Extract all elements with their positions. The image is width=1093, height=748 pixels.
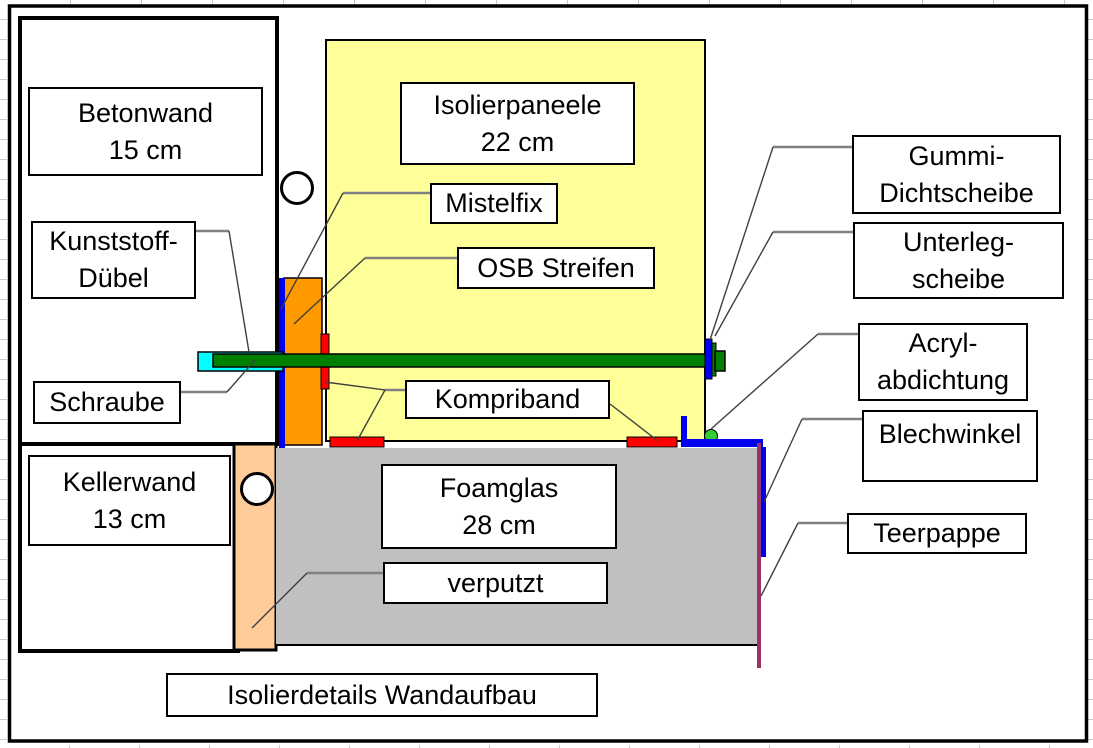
label-kellerwand-line1: Kellerwand: [62, 466, 197, 497]
leader-schraube: [180, 359, 256, 394]
sheet-angle-upleg-shape: [681, 416, 687, 442]
label-osb-streifen: OSB Streifen: [457, 247, 655, 289]
label-isolierpaneele-line2: 22 cm: [480, 126, 555, 157]
label-gummi-line1: Gummi-: [908, 140, 1005, 171]
marker-circle-bottom: [240, 472, 274, 506]
tar-paper-shape: [757, 443, 761, 668]
leader-blechwinkel: [763, 417, 862, 503]
leader-kompriband: [324, 381, 659, 442]
label-mistelfix-line1: Mistelfix: [445, 188, 543, 218]
label-schraube-line1: Schraube: [49, 387, 165, 417]
label-kompriband-line1: Kompriband: [434, 384, 581, 414]
marker-circle-top: [280, 171, 314, 205]
label-mistelfix: Mistelfix: [430, 183, 558, 224]
label-kunststoff-line1: Kunststoff-: [49, 226, 178, 256]
label-betonwand-line1: Betonwand: [77, 97, 214, 128]
leader-acryl-abdichtung: [710, 332, 858, 430]
kompriband-strip-right: [626, 436, 678, 448]
label-unterleg-line2: scheibe: [911, 263, 1006, 294]
diagram-title: Isolierdetails Wandaufbau: [166, 673, 598, 717]
kompriband-strip-left: [329, 436, 385, 448]
leader-kunststoff-duebel: [196, 229, 250, 353]
label-foamglas-line2: 28 cm: [462, 509, 536, 540]
label-kompriband: Kompriband: [405, 380, 610, 419]
label-acryl-abdichtung: Acryl- abdichtung: [858, 323, 1028, 401]
label-betonwand-line2: 15 cm: [108, 134, 183, 165]
label-gummi-dichtscheibe: Gummi- Dichtscheibe: [852, 135, 1061, 214]
rubber-sealing-washer-shape: [704, 338, 713, 380]
screw-head-shape: [714, 350, 726, 372]
label-verputzt-line1: verputzt: [447, 567, 544, 598]
leader-verputzt: [251, 571, 383, 629]
label-foamglas: Foamglas 28 cm: [381, 464, 617, 549]
label-isolierpaneele-line1: Isolierpaneele: [433, 89, 602, 120]
screw-shaft-shape: [212, 353, 715, 368]
label-betonwand: Betonwand 15 cm: [28, 87, 263, 176]
label-kellerwand-line2: 13 cm: [92, 503, 167, 534]
leader-unterlegscheibe: [714, 230, 853, 337]
label-osb-line1: OSB Streifen: [477, 252, 635, 283]
label-unterlegscheibe: Unterleg- scheibe: [853, 222, 1064, 299]
label-blechwinkel: Blechwinkel: [862, 410, 1038, 482]
label-gummi-line2: Dichtscheibe: [879, 177, 1034, 208]
label-kunststoff-line2: Dübel: [78, 263, 149, 293]
leader-gummi-dichtscheibe: [709, 145, 852, 341]
sheet-angle-downleg-shape: [757, 447, 766, 557]
diagram-title-text: Isolierdetails Wandaufbau: [227, 680, 537, 710]
label-schraube: Schraube: [33, 381, 181, 424]
label-verputzt: verputzt: [383, 562, 608, 604]
leader-mistelfix: [280, 191, 430, 310]
label-acryl-line1: Acryl-: [908, 328, 978, 358]
label-unterleg-line1: Unterleg-: [902, 226, 1015, 257]
leader-teerpappe: [760, 521, 847, 597]
label-kunststoff-duebel: Kunststoff- Dübel: [31, 221, 196, 299]
label-acryl-line2: abdichtung: [876, 365, 1010, 395]
label-teerpappe: Teerpappe: [847, 513, 1027, 554]
label-foamglas-line1: Foamglas: [439, 472, 559, 503]
label-kellerwand: Kellerwand 13 cm: [28, 455, 231, 546]
label-teerpappe-line1: Teerpappe: [873, 518, 1001, 548]
sheet-angle-horizontal-shape: [681, 439, 763, 447]
label-isolierpaneele: Isolierpaneele 22 cm: [400, 82, 635, 165]
leader-osb-streifen: [293, 256, 457, 325]
label-blechwinkel-line1: Blechwinkel: [878, 419, 1022, 449]
